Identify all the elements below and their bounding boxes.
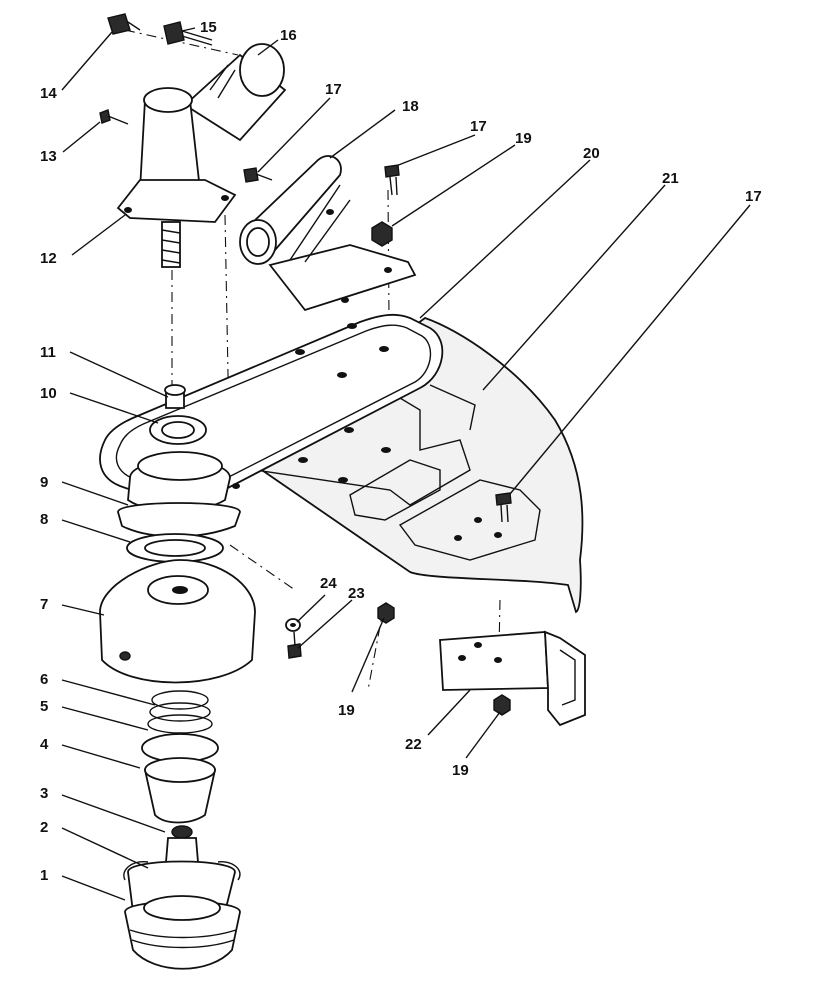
callout-20: 20 — [583, 145, 600, 162]
callout-1: 1 — [40, 867, 48, 884]
callout-18: 18 — [402, 98, 419, 115]
callout-13: 13 — [40, 148, 57, 165]
callout-15: 15 — [200, 19, 217, 36]
callout-leaders — [61, 27, 751, 901]
callout-22: 22 — [405, 736, 422, 753]
spindle-stack — [99, 384, 256, 970]
callout-6: 6 — [40, 671, 48, 688]
callout-24: 24 — [320, 575, 337, 592]
callout-17b: 17 — [470, 118, 487, 135]
callout-12: 12 — [40, 250, 57, 267]
callout-labels: 1 2 3 4 5 6 7 8 9 10 11 12 13 14 15 16 1… — [40, 19, 762, 884]
callout-17a: 17 — [325, 81, 342, 98]
callout-11: 11 — [40, 344, 56, 361]
part-22-bracket — [439, 630, 586, 727]
callout-19b: 19 — [338, 702, 355, 719]
callout-2: 2 — [40, 819, 48, 836]
callout-17c: 17 — [745, 188, 762, 205]
callout-9: 9 — [40, 474, 48, 491]
nuts — [285, 221, 511, 716]
callout-23: 23 — [348, 585, 365, 602]
callout-14: 14 — [40, 85, 57, 102]
callout-21: 21 — [662, 170, 679, 187]
callout-3: 3 — [40, 785, 48, 802]
callout-8: 8 — [40, 511, 48, 528]
callout-10: 10 — [40, 385, 57, 402]
part-21-shield — [238, 316, 584, 614]
bolts — [99, 13, 512, 659]
callout-19a: 19 — [515, 130, 532, 147]
callout-19c: 19 — [452, 762, 469, 779]
callout-4: 4 — [40, 736, 49, 753]
callout-16: 16 — [280, 27, 297, 44]
callout-5: 5 — [40, 698, 48, 715]
callout-7: 7 — [40, 596, 48, 613]
part-18-tube-clamp — [239, 155, 417, 312]
part-12-16-gearhead — [116, 43, 287, 268]
